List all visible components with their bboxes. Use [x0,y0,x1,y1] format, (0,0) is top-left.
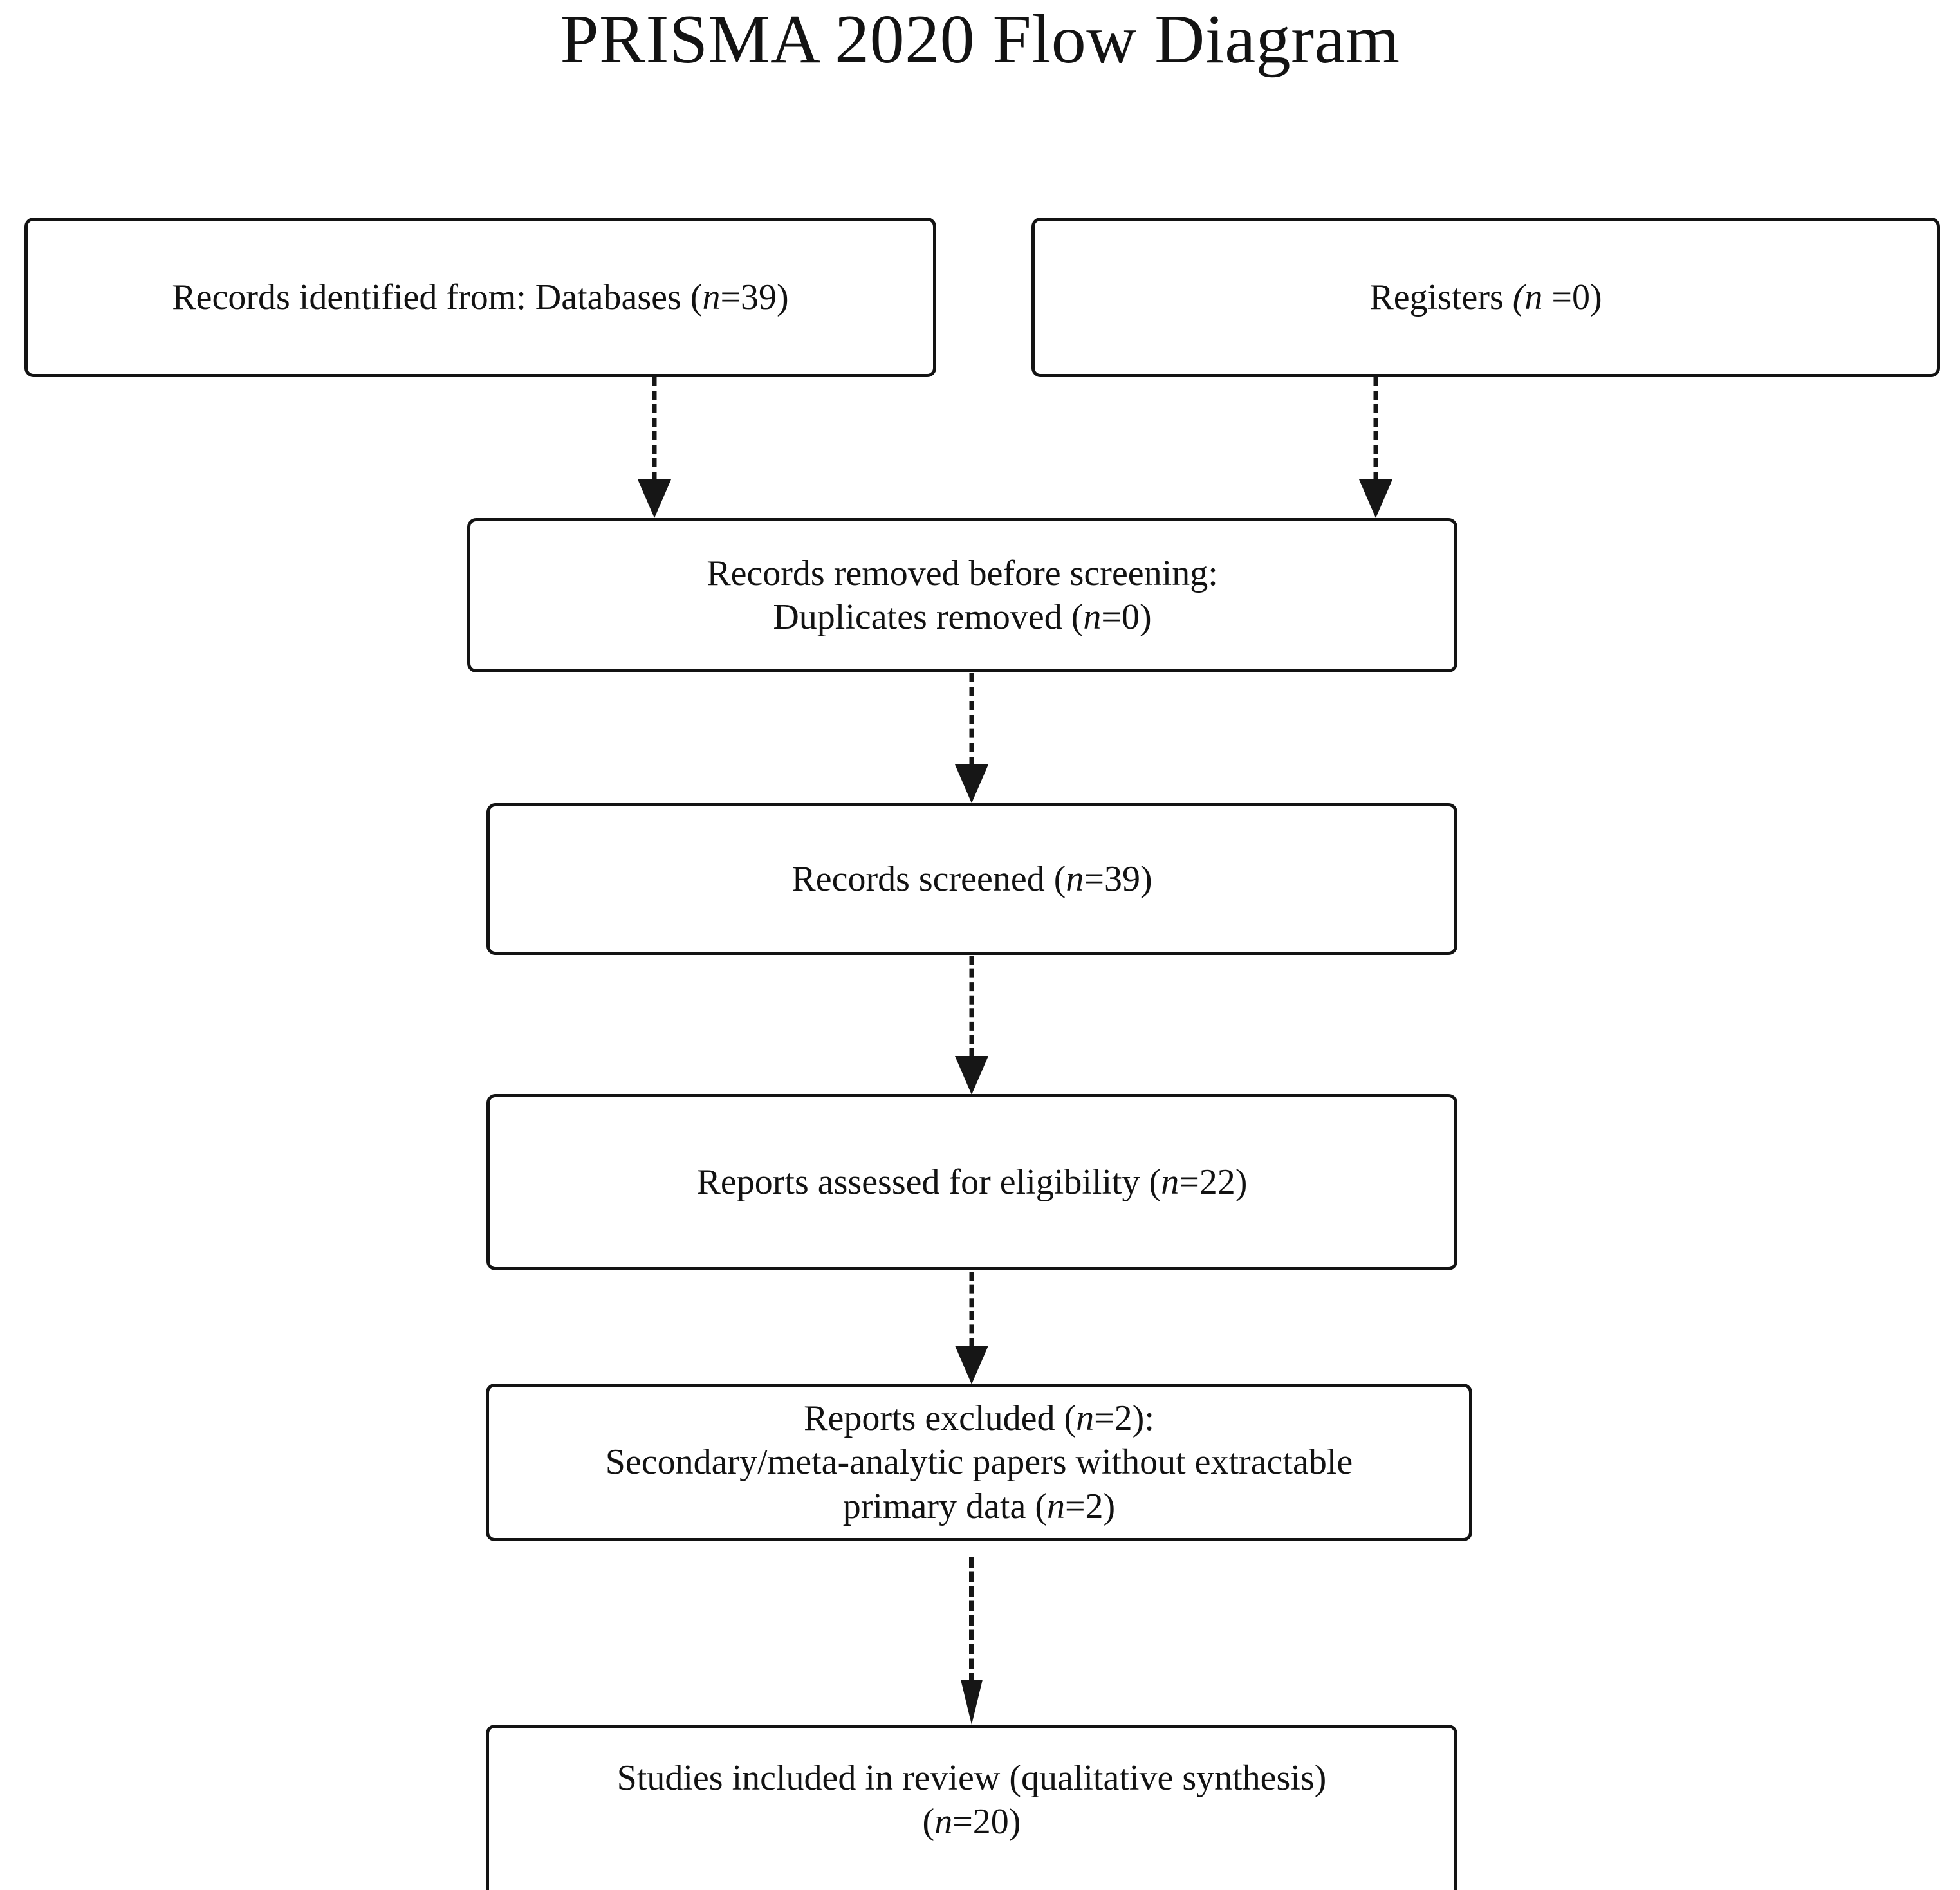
arrow-excluded-to-included [946,1557,997,1725]
box-records-identified-databases-text: Records identified from: Databases (n=39… [172,277,789,317]
n-symbol: n [934,1802,953,1842]
arrow-databases-to-removed [629,377,680,518]
arrow-stem [1373,377,1378,481]
arrow-stem [969,1272,974,1347]
n-symbol: n [1083,597,1102,637]
box-studies-included: Studies included in review (qualitative … [486,1725,1457,1890]
arrow-stem [652,377,657,481]
box-studies-included-text: Studies included in review (qualitative … [489,1756,1454,1844]
arrow-head [955,1346,988,1384]
box-reports-assessed-text: Reports assessed for eligibility (n=22) [696,1162,1248,1202]
arrow-stem [969,673,974,766]
reports-excluded-line-3: primary data (n=2) [842,1486,1116,1526]
arrow-stem [969,956,974,1057]
box-records-identified-registers-text: Registers (n =0) [1369,277,1602,317]
n-symbol: n [1161,1162,1179,1202]
arrow-head [1359,479,1392,518]
arrow-head [638,479,671,518]
arrow-assessed-to-excluded [946,1272,997,1384]
box-reports-excluded-text: Reports excluded (n=2):Secondary/meta-an… [489,1396,1469,1528]
box-records-removed-text: Records removed before screening:Duplica… [470,551,1454,640]
arrow-registers-to-removed [1350,377,1401,518]
box-records-screened-text: Records screened (n=39) [791,858,1152,899]
page-title: PRISMA 2020 Flow Diagram [560,1,1400,78]
arrow-removed-to-screened [946,673,997,803]
n-symbol: n [1066,858,1084,899]
box-reports-assessed-for-eligibility: Reports assessed for eligibility (n=22) [486,1094,1457,1270]
n-symbol: n [702,277,721,317]
studies-included-line-2: (n=20) [922,1802,1021,1842]
arrow-head [955,764,988,803]
studies-included-line-1: Studies included in review (qualitative … [616,1757,1327,1798]
arrow-head [961,1680,983,1725]
box-records-screened: Records screened (n=39) [486,803,1457,955]
n-symbol: (n [1512,277,1543,317]
box-records-identified-registers: Registers (n =0) [1031,218,1940,377]
box-records-removed-before-screening: Records removed before screening:Duplica… [467,518,1457,672]
arrow-screened-to-assessed [946,956,997,1095]
arrow-head [955,1056,988,1095]
n-symbol: n [1076,1398,1095,1439]
n-symbol: n [1046,1486,1065,1526]
box-reports-excluded: Reports excluded (n=2):Secondary/meta-an… [486,1384,1472,1541]
reports-excluded-line-2: Secondary/meta-analytic papers without e… [605,1442,1353,1483]
records-removed-line-1: Records removed before screening: [707,553,1218,593]
box-records-identified-databases: Records identified from: Databases (n=39… [24,218,936,377]
arrow-stem [969,1557,974,1683]
records-removed-line-2: Duplicates removed (n=0) [773,597,1152,637]
reports-excluded-line-1: Reports excluded (n=2): [804,1398,1154,1439]
